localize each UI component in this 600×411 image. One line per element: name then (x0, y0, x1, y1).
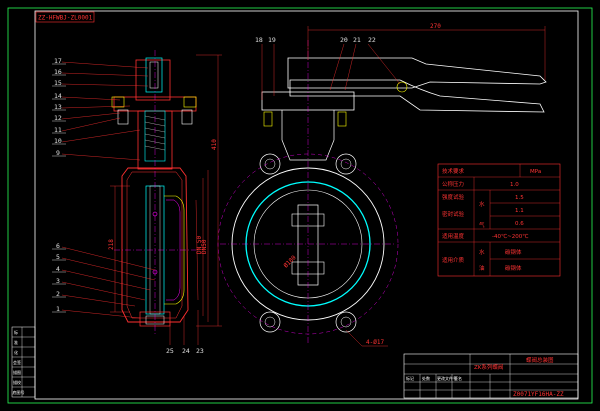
dim-right-b: DN50 (201, 239, 208, 254)
svg-text:标: 标 (14, 329, 18, 335)
svg-text:适用介质: 适用介质 (442, 256, 465, 264)
svg-text:处数: 处数 (422, 375, 430, 381)
svg-text:4: 4 (56, 265, 60, 273)
svg-text:水: 水 (479, 248, 485, 256)
svg-text:1: 1 (56, 305, 60, 313)
svg-text:会签: 会签 (13, 359, 21, 365)
svg-text:1.5: 1.5 (515, 195, 524, 201)
section-view[interactable] (111, 50, 197, 335)
dim-right-a: DN 50 (196, 236, 203, 254)
callout-21: 21 (353, 36, 361, 44)
drawing-border (34, 10, 579, 400)
svg-text:2: 2 (56, 290, 60, 298)
callout-25: 25 (166, 347, 174, 355)
svg-text:水: 水 (479, 200, 485, 208)
svg-text:5: 5 (56, 253, 60, 261)
svg-text:碳钢体: 碳钢体 (505, 248, 522, 256)
svg-text:12: 12 (54, 114, 62, 122)
callout-24: 24 (182, 347, 190, 355)
svg-text:气: 气 (479, 221, 485, 229)
svg-text:底图号: 底图号 (13, 389, 25, 395)
svg-text:1.0: 1.0 (510, 182, 519, 188)
svg-text:描校: 描校 (13, 379, 21, 385)
svg-text:MPa: MPa (530, 169, 541, 175)
callout-22: 22 (368, 36, 376, 44)
svg-text:化: 化 (14, 349, 18, 355)
dim-left-mid: 218 (108, 239, 115, 250)
top-code-box (35, 11, 95, 23)
svg-text:9: 9 (56, 149, 60, 157)
left-callout-leaders (61, 61, 156, 319)
svg-text:油: 油 (479, 264, 485, 272)
svg-text:1.1: 1.1 (515, 208, 524, 214)
svg-text:11: 11 (54, 126, 62, 134)
svg-text:10: 10 (54, 137, 62, 145)
product-name: ZK系列蝶阀 (474, 363, 503, 371)
callout-18: 18 (255, 36, 263, 44)
spec-table[interactable]: 技术要求 MPa 公称压力 1.0 强度试验 水 1.5 密封试验 1.1 气 … (437, 163, 561, 277)
dim-left-height: 410 (211, 139, 218, 150)
callout-19: 19 (268, 36, 276, 44)
title-block[interactable]: ZK系列蝶阀 蝶阀总装图 标记 处数 更改文件号 签名 Z0071YF16HA-… (403, 353, 579, 399)
top-code: ZZ-HFWBJ-ZL0001 (38, 15, 93, 22)
svg-text:16: 16 (54, 68, 62, 76)
callout-20: 20 (340, 36, 348, 44)
svg-text:6: 6 (56, 242, 60, 250)
svg-text:密封试验: 密封试验 (442, 210, 465, 218)
svg-text:描图: 描图 (13, 369, 21, 375)
svg-text:更改文件号: 更改文件号 (437, 375, 457, 381)
svg-text:17: 17 (54, 57, 62, 65)
drawing-title: 蝶阀总装图 (526, 356, 554, 364)
svg-text:公称压力: 公称压力 (442, 180, 464, 188)
svg-text:13: 13 (54, 103, 62, 111)
side-panel: 标 准 化 会签 描图 描校 底图号 (11, 326, 36, 398)
left-dimensions (110, 54, 222, 327)
svg-text:适用温度: 适用温度 (442, 232, 465, 240)
front-view[interactable] (217, 40, 547, 345)
svg-text:碳钢体: 碳钢体 (505, 264, 522, 272)
svg-text:技术要求: 技术要求 (442, 167, 465, 175)
svg-text:0.6: 0.6 (515, 221, 524, 227)
svg-text:15: 15 (54, 79, 62, 87)
outer-frame (7, 7, 593, 404)
svg-text:14: 14 (54, 92, 62, 100)
callout-23: 23 (196, 347, 204, 355)
dim-top-270: 270 (430, 23, 441, 30)
svg-text:-40℃~200℃: -40℃~200℃ (492, 233, 528, 240)
svg-text:准: 准 (14, 339, 18, 345)
svg-text:标记: 标记 (406, 375, 414, 381)
svg-text:3: 3 (56, 277, 60, 285)
left-callout-labels: 17 16 15 14 13 12 11 10 9 6 5 4 3 2 1 (54, 57, 62, 313)
bolt-note: 4-Ø17 (366, 339, 384, 346)
bottom-code: Z0071YF16HA-ZZ (513, 391, 564, 398)
dim-diameter: Ø180 (282, 254, 297, 269)
svg-text:签名: 签名 (454, 375, 462, 381)
svg-text:强度试验: 强度试验 (442, 193, 465, 201)
